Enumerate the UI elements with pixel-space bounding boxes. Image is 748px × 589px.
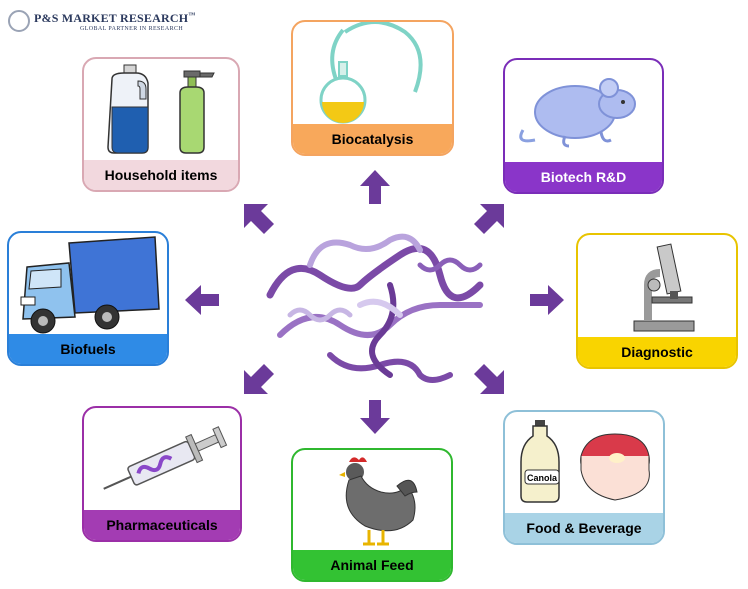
node-biotech-rd: Biotech R&D [503, 58, 664, 194]
microscope-illustration [578, 235, 736, 337]
logo-title: P&S MARKET RESEARCH [34, 11, 189, 25]
food-beverage-illustration: Canola [505, 412, 663, 513]
logo-subtitle: GLOBAL PARTNER IN RESEARCH [80, 26, 184, 32]
node-diagnostic: Diagnostic [576, 233, 738, 369]
arrow-up-left-icon [244, 204, 274, 234]
node-biofuels: Biofuels [7, 231, 169, 366]
household-items-label: Household items [84, 160, 238, 190]
logo-mark-icon [8, 10, 30, 32]
arrow-down-left-icon [244, 364, 274, 394]
food-beverage-label: Food & Beverage [505, 513, 663, 543]
node-food-beverage: Canola Food & Beverage [503, 410, 665, 545]
household-items-illustration [84, 59, 238, 160]
diagnostic-label: Diagnostic [578, 337, 736, 367]
flask-illustration [293, 22, 452, 124]
arrow-down-right-icon [474, 364, 504, 394]
node-biocatalysis: Biocatalysis [291, 20, 454, 156]
biofuels-label: Biofuels [9, 334, 167, 364]
syringe-illustration [84, 408, 240, 510]
node-household-items: Household items [82, 57, 240, 192]
company-logo: P&S MARKET RESEARCH™ GLOBAL PARTNER IN R… [8, 8, 195, 38]
logo-trademark: ™ [188, 11, 196, 19]
biotech-rd-label: Biotech R&D [505, 162, 662, 192]
node-animal-feed: Animal Feed [291, 448, 453, 582]
arrow-up-right-icon [474, 204, 504, 234]
arrow-down-icon [360, 400, 390, 434]
arrow-left-icon [185, 285, 219, 315]
chicken-illustration [293, 450, 451, 550]
arrow-up-icon [360, 170, 390, 204]
node-pharmaceuticals: Pharmaceuticals [82, 406, 242, 542]
truck-illustration [9, 233, 167, 334]
animal-feed-label: Animal Feed [293, 550, 451, 580]
protein-structure-illustration [250, 225, 500, 390]
pharmaceuticals-label: Pharmaceuticals [84, 510, 240, 540]
biocatalysis-label: Biocatalysis [293, 124, 452, 154]
arrow-right-icon [530, 285, 564, 315]
mouse-illustration [505, 60, 662, 162]
canola-label: Canola [527, 473, 558, 483]
